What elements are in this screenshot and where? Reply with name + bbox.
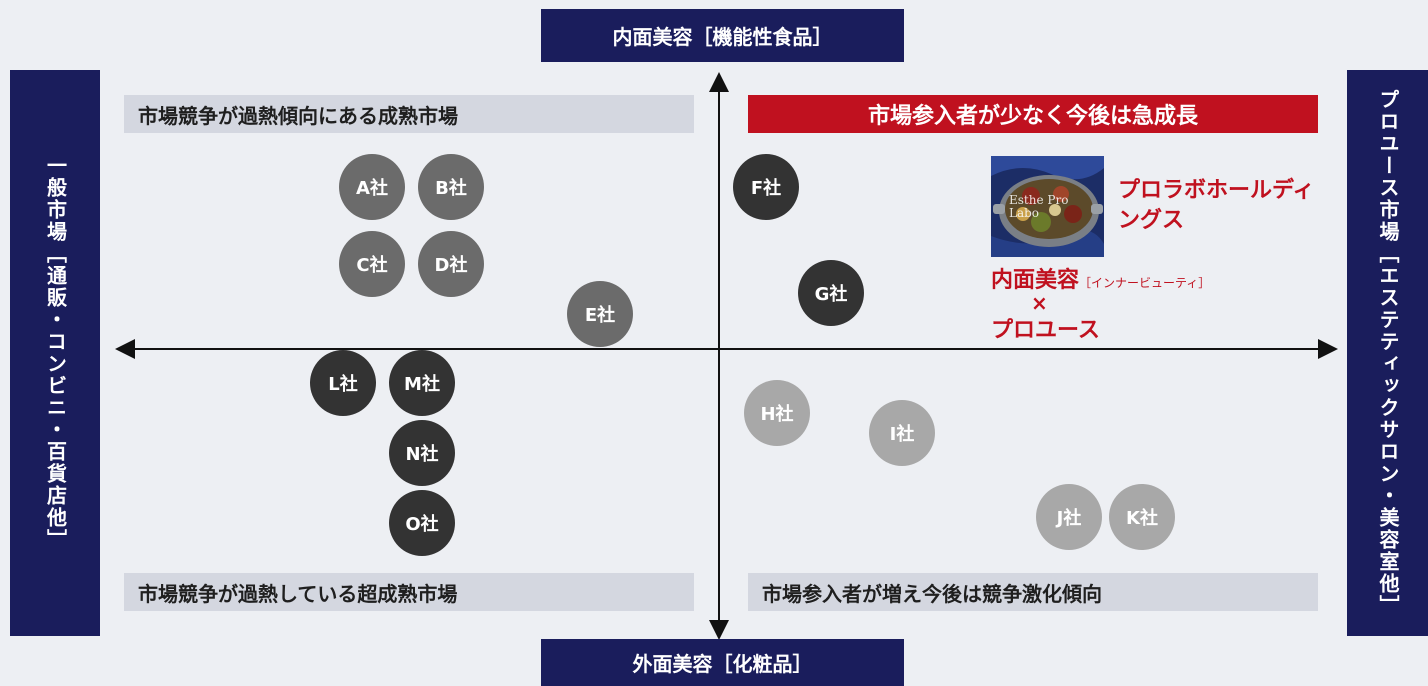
- concept-inner-beauty: 内面美容: [991, 268, 1080, 293]
- company-bubble-c: C社: [339, 231, 405, 297]
- concept-inner-beauty-sub: ［インナービューティ］: [1079, 276, 1211, 290]
- company-bubble-k: K社: [1109, 484, 1175, 550]
- product-bowl-graphic: [991, 156, 1104, 257]
- axis-label-right: プロユース市場［エステティックサロン・美容室他］: [1347, 70, 1428, 636]
- company-bubble-e: E社: [567, 281, 633, 347]
- company-bubble-m: M社: [389, 350, 455, 416]
- company-bubble-f: F社: [733, 154, 799, 220]
- quadrant-label-bottom-left: 市場競争が過熱している超成熟市場: [124, 573, 694, 611]
- company-bubble-h: H社: [744, 380, 810, 446]
- axis-label-bottom: 外面美容［化粧品］: [541, 639, 904, 686]
- quadrant-label-top-left: 市場競争が過熱傾向にある成熟市場: [124, 95, 694, 133]
- axis-label-left: 一般市場［通販・コンビニ・百貨店他］: [10, 70, 100, 636]
- quadrant-label-bottom-right: 市場参入者が増え今後は競争激化傾向: [748, 573, 1318, 611]
- company-bubble-g: G社: [798, 260, 864, 326]
- company-bubble-j: J社: [1036, 484, 1102, 550]
- company-bubble-i: I社: [869, 400, 935, 466]
- company-bubble-a: A社: [339, 154, 405, 220]
- company-bubble-b: B社: [418, 154, 484, 220]
- company-bubble-l: L社: [310, 350, 376, 416]
- product-image: Esthe Pro Labo: [991, 156, 1104, 257]
- highlight-concept: 内面美容［インナービューティ］ × プロユース: [991, 262, 1210, 344]
- company-bubble-o: O社: [389, 490, 455, 556]
- axis-label-left-text: 一般市場［通販・コンビニ・百貨店他］: [43, 155, 68, 551]
- company-bubble-d: D社: [418, 231, 484, 297]
- concept-pro-use: プロユース: [991, 318, 1100, 343]
- company-bubble-n: N社: [389, 420, 455, 486]
- product-logo-text: Esthe Pro Labo: [1009, 193, 1069, 220]
- quadrant-label-top-right: 市場参入者が少なく今後は急成長: [748, 95, 1318, 133]
- axis-label-right-text: プロユース市場［エステティックサロン・美容室他］: [1376, 89, 1400, 617]
- axis-label-top: 内面美容［機能性食品］: [541, 9, 904, 62]
- concept-times: ×: [1031, 291, 1048, 315]
- highlight-company-name: プロラボホールディングス: [1118, 178, 1315, 233]
